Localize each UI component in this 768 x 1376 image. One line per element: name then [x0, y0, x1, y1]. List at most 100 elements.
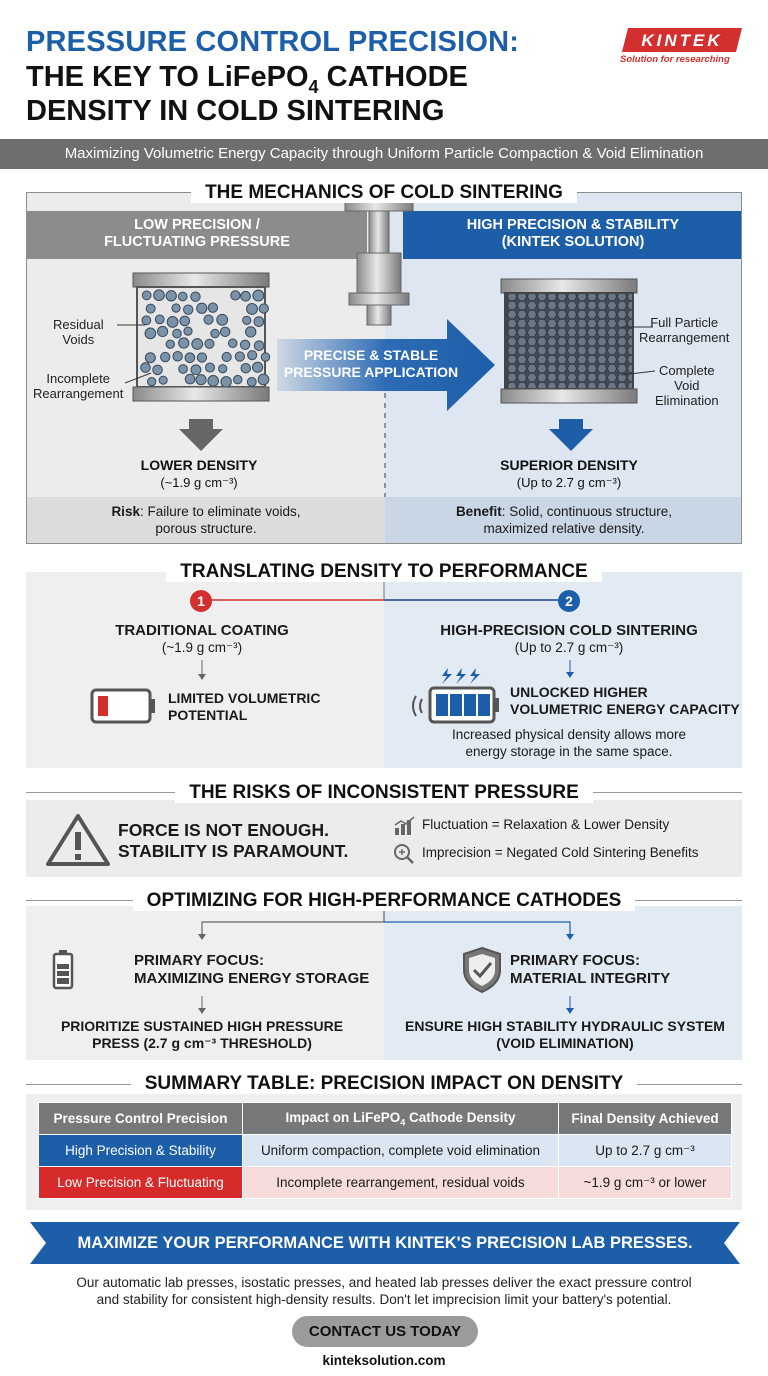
particle: [165, 339, 175, 349]
warning-icon: [46, 814, 110, 866]
particle: [210, 328, 220, 339]
contact-us-button[interactable]: CONTACT US TODAY: [292, 1316, 478, 1347]
superior-density: SUPERIOR DENSITY(Up to 2.7 g cm⁻³): [500, 457, 638, 490]
particle: [178, 364, 188, 374]
arrow-down-icon: [179, 419, 223, 451]
arrow-right-icon: [277, 319, 495, 411]
page-title-line-1: PRESSURE CONTROL PRECISION:: [26, 26, 520, 58]
particle: [157, 325, 169, 338]
particle: [160, 351, 171, 363]
logo-tagline: Solution for researching: [620, 54, 730, 65]
particles-loose: [140, 289, 271, 388]
particle: [145, 303, 156, 314]
table-row: High Precision & Stability Uniform compa…: [38, 1134, 732, 1167]
particle: [257, 373, 270, 386]
particle: [183, 326, 193, 336]
risk-headline: FORCE IS NOT ENOUGH.STABILITY IS PARAMOU…: [118, 820, 349, 861]
particle: [196, 302, 208, 314]
column-header: Pressure Control Precision: [38, 1102, 243, 1135]
step-1-badge: 1: [190, 590, 212, 612]
page-title-line-2: THE KEY TO LiFePO4 CATHODE: [26, 61, 468, 97]
battery-full-icon: [412, 668, 499, 724]
particle: [183, 304, 194, 315]
arrow-down-icon: [549, 419, 593, 451]
particle: [246, 376, 257, 387]
particle: [207, 302, 219, 313]
particle: [258, 303, 269, 314]
fluctuation-risk: Fluctuation = Relaxation & Lower Density: [422, 817, 670, 832]
particle: [184, 352, 196, 364]
shield-check-icon: [463, 946, 501, 994]
particle: [179, 315, 191, 327]
section-title-mechanics: THE MECHANICS OF COLD SINTERING: [0, 182, 768, 204]
particle: [247, 350, 258, 361]
risks-panel: FORCE IS NOT ENOUGH.STABILITY IS PARAMOU…: [26, 800, 742, 877]
low-precision-header: LOW PRECISION /FLUCTUATING PRESSURE: [27, 211, 367, 259]
particle: [158, 375, 168, 385]
particle: [184, 373, 196, 385]
risk-note: Risk: Failure to eliminate voids,porous …: [27, 497, 385, 543]
particle: [242, 315, 252, 325]
imprecision-risk: Imprecision = Negated Cold Sintering Ben…: [422, 845, 699, 860]
page-title-line-3: DENSITY IN COLD SINTERING: [26, 95, 445, 127]
table-cell: Uniform compaction, complete void elimin…: [242, 1134, 559, 1167]
particle: [204, 362, 216, 373]
high-precision-header: HIGH PRECISION & STABILITY(KINTEK SOLUTI…: [403, 211, 741, 259]
particle: [166, 316, 179, 328]
particle: [245, 326, 257, 338]
particle: [178, 337, 190, 349]
particle: [239, 339, 251, 350]
particle: [171, 303, 181, 313]
table-cell: High Precision & Stability: [38, 1134, 243, 1167]
section-title-summary: SUMMARY TABLE: PRECISION IMPACT ON DENSI…: [0, 1073, 768, 1095]
cold-sintering-title: HIGH-PRECISION COLD SINTERING: [440, 622, 698, 639]
table-cell: Incomplete rearrangement, residual voids: [242, 1166, 559, 1199]
particle: [251, 361, 264, 373]
particle: [153, 289, 165, 302]
particle: [190, 291, 201, 302]
particle: [172, 328, 182, 339]
particle: [253, 316, 265, 327]
summary-table-panel: Pressure Control Precision Impact on LiF…: [26, 1094, 742, 1210]
particle: [203, 314, 214, 325]
press-illustration: [117, 193, 656, 497]
particle: [144, 327, 157, 340]
table-row: Low Precision & Fluctuating Incomplete r…: [38, 1166, 732, 1199]
section-title-risks: THE RISKS OF INCONSISTENT PRESSURE: [0, 782, 768, 804]
particle: [218, 364, 228, 374]
particle: [140, 362, 151, 373]
particle: [240, 362, 252, 374]
material-integrity-focus: PRIMARY FOCUS:MATERIAL INTEGRITY: [510, 952, 671, 987]
section-title-optimizing: OPTIMIZING FOR HIGH-PERFORMANCE CATHODES: [0, 890, 768, 912]
traditional-coating-title: TRADITIONAL COATING: [115, 622, 289, 639]
mechanics-panel: LOW PRECISION /FLUCTUATING PRESSURE HIGH…: [26, 192, 742, 544]
cta-banner: [30, 1222, 740, 1264]
table-cell: ~1.9 g cm⁻³ or lower: [558, 1166, 732, 1199]
particle: [216, 313, 229, 326]
particle: [204, 338, 215, 349]
particle: [165, 290, 177, 302]
particle: [246, 303, 258, 315]
website-link[interactable]: kinteksolution.com: [322, 1353, 446, 1368]
traditional-coating-value: (~1.9 g cm⁻³): [161, 640, 243, 655]
header: PRESSURE CONTROL PRECISION: THE KEY TO L…: [0, 0, 768, 136]
table-cell: Low Precision & Fluctuating: [38, 1166, 243, 1199]
benefit-note: Benefit: Solid, continuous structure,max…: [385, 497, 741, 543]
battery-vertical-icon: [52, 950, 74, 990]
particle: [252, 289, 265, 302]
particle: [207, 375, 220, 387]
particle: [154, 314, 165, 325]
performance-panel: 1 2 TRADITIONAL COATING (~1.9 g cm⁻³) LI…: [26, 572, 742, 768]
section-title-performance: TRANSLATING DENSITY TO PERFORMANCE: [0, 561, 768, 583]
particle: [221, 351, 232, 363]
particle: [147, 377, 157, 387]
kintek-logo: KINTEK: [622, 28, 742, 52]
